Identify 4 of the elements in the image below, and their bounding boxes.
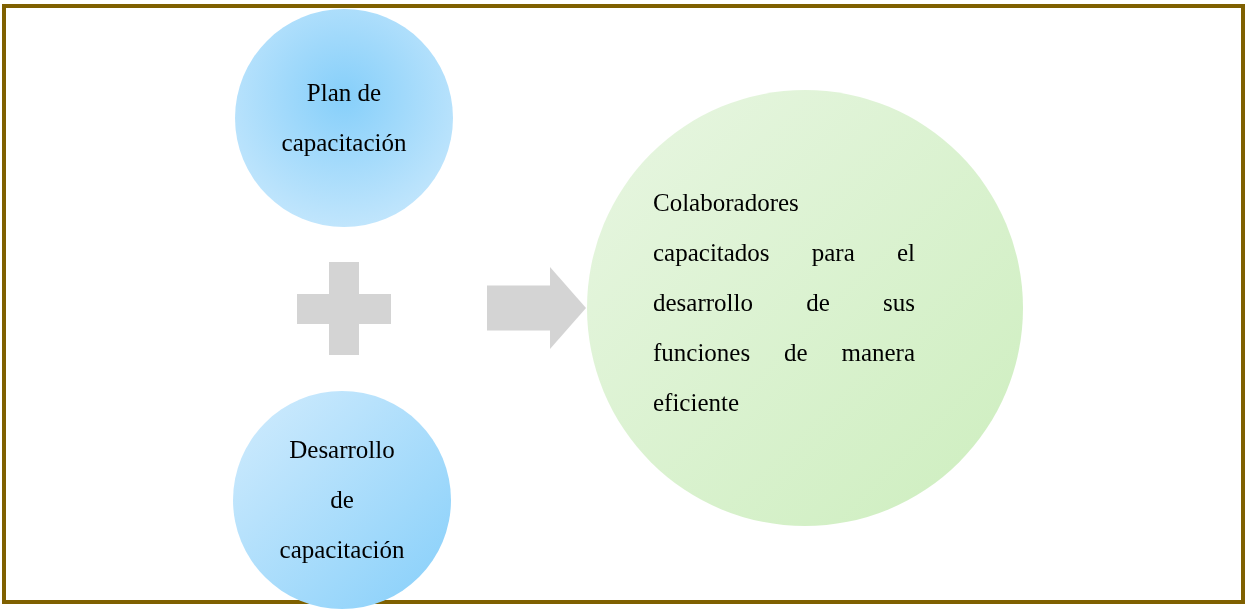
node-text: Colaboradores capacitados para el desarrollo de sus funciones de manera eficiente: [653, 188, 915, 418]
node-text: Plan de capacitación: [280, 78, 408, 158]
block-arrow: [487, 267, 586, 349]
node-text: Desarrollo de capacitación: [278, 435, 406, 565]
